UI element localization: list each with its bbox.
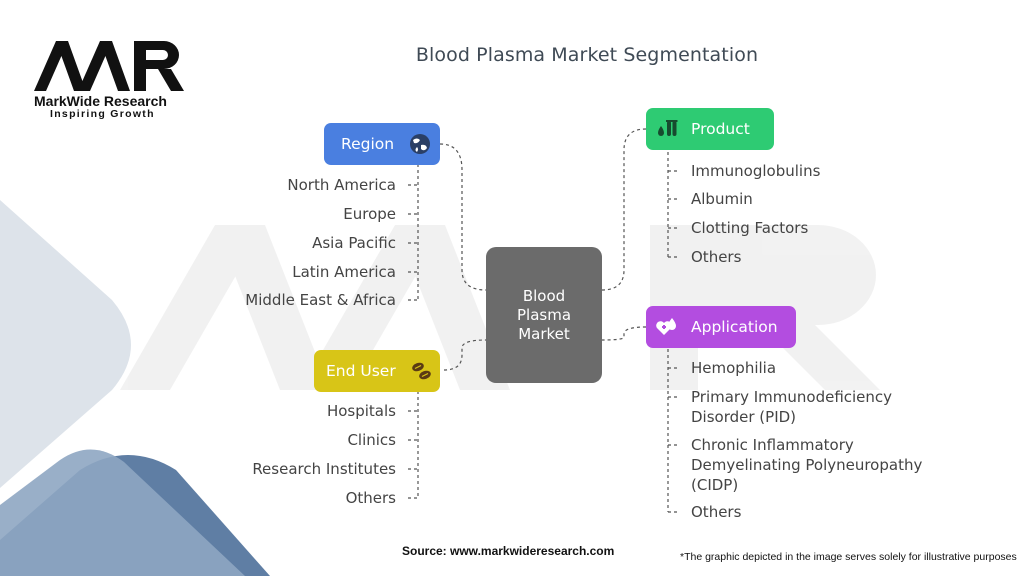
- end-user-item: Research Institutes: [252, 460, 396, 478]
- product-connector: [601, 128, 647, 291]
- corner-shape-light: [0, 200, 131, 488]
- logo-tagline: Inspiring Growth: [50, 108, 155, 120]
- pills-icon: [412, 362, 431, 380]
- heart-drop-icon: [656, 318, 676, 335]
- region-item: Europe: [343, 205, 396, 223]
- product-item: Immunoglobulins: [691, 162, 821, 180]
- application-item-line: Others: [691, 503, 742, 521]
- corner-shape-mid: [0, 449, 245, 576]
- application-item-line: Disorder (PID): [691, 408, 797, 426]
- product-item: Clotting Factors: [691, 219, 809, 237]
- application-pill: Application: [646, 306, 796, 348]
- region-item: Latin America: [292, 263, 396, 281]
- product-pill: Product: [646, 108, 774, 150]
- application-item: Others: [691, 502, 741, 522]
- test-tubes-icon: [658, 120, 678, 136]
- end-user-label: End User: [326, 362, 396, 380]
- end-user-pill: End User: [314, 350, 440, 392]
- center-node: Blood Plasma Market: [486, 247, 602, 383]
- region-pill: Region: [324, 123, 440, 165]
- application-item: Primary Immunodeficiency Disorder (PID): [691, 387, 892, 427]
- application-connector: [601, 326, 647, 341]
- center-line: Blood: [522, 286, 566, 305]
- center-line: Market: [518, 324, 570, 343]
- product-item: Others: [691, 248, 742, 266]
- center-line: Plasma: [516, 305, 572, 324]
- application-item-line: Demyelinating Polyneuropathy: [691, 456, 923, 474]
- end-user-item: Clinics: [347, 431, 396, 449]
- page-title: Blood Plasma Market Segmentation: [415, 44, 759, 66]
- product-label: Product: [691, 120, 750, 138]
- application-item-line: Chronic Inflammatory: [691, 436, 854, 454]
- logo-name: MarkWide Research: [34, 93, 167, 109]
- application-label: Application: [691, 318, 778, 336]
- application-item-line: Primary Immunodeficiency: [691, 388, 893, 406]
- region-item: North America: [287, 176, 396, 194]
- logo-mark: [34, 41, 184, 91]
- disclaimer-note: *The graphic depicted in the image serve…: [680, 551, 1017, 563]
- region-label: Region: [341, 135, 395, 153]
- end-user-connector: [443, 339, 487, 371]
- product-item: Albumin: [691, 190, 753, 208]
- end-user-item: Hospitals: [326, 402, 396, 420]
- application-item-line: (CIDP): [691, 476, 739, 494]
- logo: [34, 36, 186, 98]
- region-item: Middle East & Africa: [245, 291, 396, 309]
- application-item: Chronic Inflammatory Demyelinating Polyn…: [691, 435, 922, 495]
- region-item: Asia Pacific: [312, 234, 396, 252]
- application-item-line: Hemophilia: [691, 359, 777, 377]
- source-text: Source: www.markwideresearch.com: [402, 544, 615, 558]
- application-item: Hemophilia: [691, 358, 776, 378]
- end-user-item: Others: [345, 489, 396, 507]
- globe-icon: [410, 134, 430, 154]
